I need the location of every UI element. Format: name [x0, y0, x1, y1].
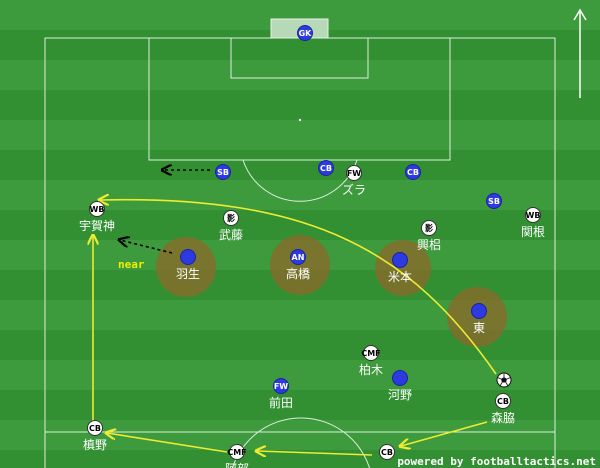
player-wb-sekine[interactable]: WB 関根: [521, 207, 545, 240]
player-yonemoto[interactable]: 米本: [388, 252, 412, 285]
player-sb-right[interactable]: SB: [486, 193, 502, 209]
player-marker: [223, 210, 239, 226]
player-badge: 影: [425, 223, 433, 233]
player-an-takahashi[interactable]: AN 高橋: [286, 249, 310, 282]
player-badge: AN: [292, 253, 305, 262]
player-marker: [405, 164, 421, 180]
player-badge: FW: [274, 382, 288, 391]
player-hanyu[interactable]: 羽生: [176, 249, 200, 282]
player-name: 関根: [521, 225, 545, 239]
player-higashi[interactable]: 東: [471, 303, 487, 336]
player-badge: SB: [488, 197, 500, 206]
player-name: 河野: [388, 388, 412, 402]
up-arrow-icon: [573, 8, 587, 98]
player-badge: FW: [347, 169, 361, 178]
space-highlights: [156, 235, 507, 347]
space-yonemoto: [375, 240, 431, 296]
pass-cb-abe: [257, 451, 373, 455]
player-name: 宇賀神: [79, 219, 115, 233]
player-badge: WB: [90, 205, 105, 214]
credit-text: powered by footballtactics.net: [397, 455, 596, 468]
player-marker: [495, 393, 511, 409]
player-badge: WB: [526, 211, 541, 220]
soccer-ball-icon: [496, 372, 512, 388]
player-cmf-abe[interactable]: CMF 阿部: [225, 444, 249, 468]
player-badge: 影: [227, 213, 235, 223]
player-wb-ugajin[interactable]: WB 宇賀神: [79, 201, 115, 234]
player-fw-zura[interactable]: FW ズラ: [342, 165, 366, 198]
player-kage-koroki[interactable]: 影興梠: [417, 220, 441, 253]
player-marker: [392, 370, 408, 386]
player-cb-left[interactable]: CB: [318, 160, 334, 176]
player-marker: [180, 249, 196, 265]
player-marker: [89, 201, 105, 217]
player-badge: GK: [299, 29, 313, 38]
player-name: 東: [473, 321, 485, 335]
player-badge: CB: [407, 168, 419, 177]
long-pass-arrow: [100, 200, 497, 375]
player-cb-right[interactable]: CB: [405, 164, 421, 180]
player-badge: CB: [497, 397, 509, 406]
player-name: 森脇: [491, 410, 515, 425]
player-kawano[interactable]: 河野: [388, 370, 412, 403]
space-takahashi: [270, 235, 330, 295]
player-name: 羽生: [176, 267, 200, 281]
player-name: 興梠: [417, 237, 441, 252]
player-name: 槙野: [83, 438, 107, 452]
player-badge: CB: [320, 164, 332, 173]
player-marker: [273, 378, 289, 394]
player-marker: [486, 193, 502, 209]
player-badge: SB: [217, 168, 229, 177]
player-marker: [421, 220, 437, 236]
player-cb-moriwaki[interactable]: CB 森脇: [491, 393, 515, 426]
player-marker: [346, 165, 362, 181]
player-badge: CB: [89, 424, 101, 433]
player-marker: [379, 444, 395, 460]
player-marker: [297, 25, 313, 41]
player-marker: [215, 164, 231, 180]
player-name: ズラ: [342, 182, 366, 197]
player-marker: [87, 420, 103, 436]
player-name: 高橋: [286, 266, 310, 281]
player-kage-muto[interactable]: 影武藤: [219, 210, 243, 243]
player-sb-left[interactable]: SB: [215, 164, 231, 180]
player-badge: CB: [381, 448, 393, 457]
player-cmf-kashiwagi[interactable]: CMF 柏木: [359, 345, 383, 378]
pass-abe-yokono: [107, 433, 228, 453]
player-cb-yokono[interactable]: CB 槙野: [83, 420, 107, 453]
player-marker: [290, 249, 306, 265]
player-cb-bottom[interactable]: CB: [379, 444, 395, 460]
player-badge: CMF: [227, 448, 246, 457]
penalty-spot: [298, 118, 302, 122]
player-name: 柏木: [359, 362, 383, 377]
player-name: 武藤: [219, 228, 243, 242]
player-fw-maeda[interactable]: FW 前田: [269, 378, 293, 411]
movement-arrows: [93, 170, 497, 455]
player-name: 前田: [269, 395, 293, 410]
player-marker: [318, 160, 334, 176]
player-marker: [392, 252, 408, 268]
pass-moriwaki-cb: [401, 421, 488, 446]
player-badge: CMF: [361, 349, 380, 358]
player-name: 米本: [388, 270, 412, 284]
player-marker: [525, 207, 541, 223]
player-name: 阿部: [225, 461, 249, 468]
player-gk[interactable]: GK: [297, 25, 313, 41]
near-annotation: near: [118, 258, 145, 271]
player-marker: [471, 303, 487, 319]
player-marker: [363, 345, 379, 361]
hanyu-press-arrow: [120, 240, 173, 254]
player-marker: [229, 444, 245, 460]
penalty-arc: [242, 159, 358, 202]
